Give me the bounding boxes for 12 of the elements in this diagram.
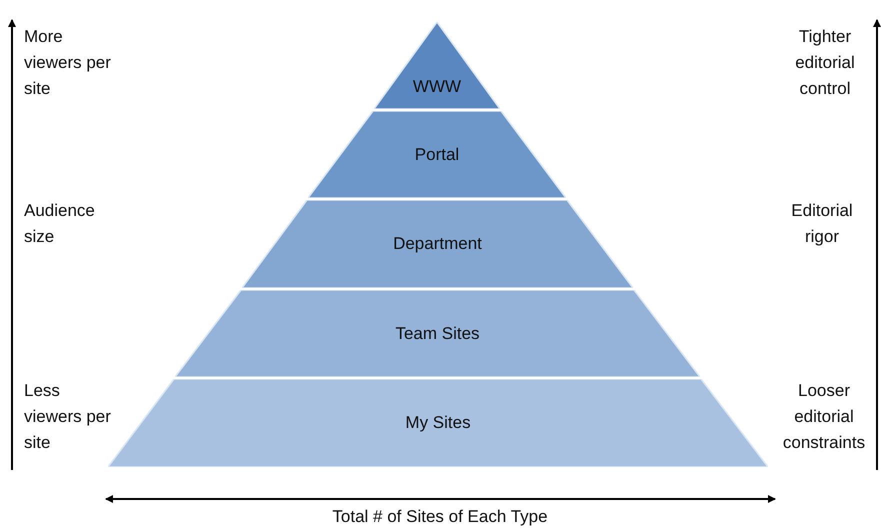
axis-note: Audience size bbox=[24, 200, 96, 248]
tier-label: Portal bbox=[414, 144, 460, 166]
axis-note: Looser editorial constraints bbox=[782, 380, 866, 454]
tier-label: WWW bbox=[412, 76, 462, 98]
tier-label: Department bbox=[393, 233, 482, 255]
axis-note: More viewers per site bbox=[24, 26, 112, 100]
tier-label: My Sites bbox=[405, 412, 471, 434]
tier-label: Team Sites bbox=[395, 322, 480, 344]
axis-note: Less viewers per site bbox=[24, 380, 112, 454]
axis-note: Total # of Sites of Each Type bbox=[331, 506, 549, 528]
axis-note: Tighter editorial control bbox=[794, 26, 856, 100]
axis-note: Editorial rigor bbox=[790, 200, 854, 248]
